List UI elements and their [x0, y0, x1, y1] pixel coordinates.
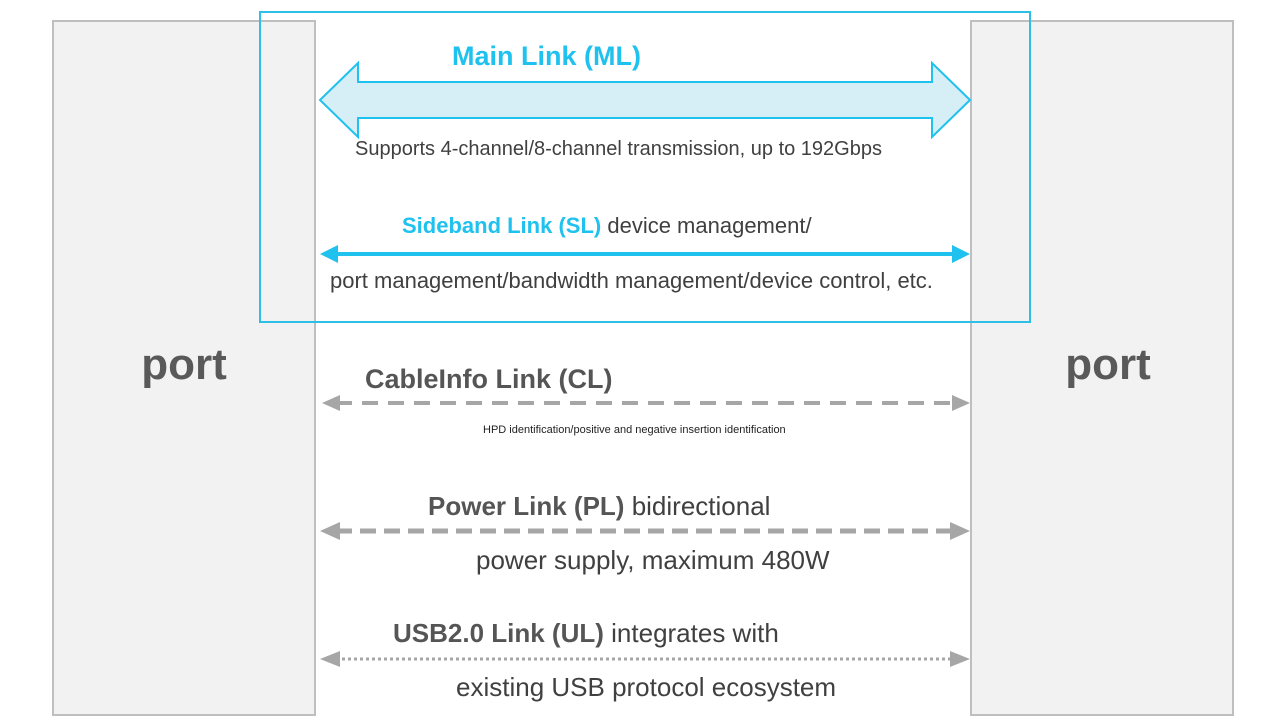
- power-link-heading: Power Link (PL) bidirectional: [428, 491, 770, 522]
- sideband-link-title: Sideband Link (SL): [402, 213, 602, 238]
- power-link-title: Power Link (PL): [428, 491, 625, 521]
- cableinfo-link-title: CableInfo Link (CL): [365, 364, 613, 394]
- usb-link-heading: USB2.0 Link (UL) integrates with: [393, 618, 779, 649]
- power-link-arrow: [320, 522, 970, 540]
- cableinfo-link-arrow: [322, 395, 970, 411]
- left-port-box: [52, 20, 316, 716]
- cableinfo-link-description: HPD identification/positive and negative…: [483, 424, 786, 436]
- right-port-label: port: [1065, 340, 1151, 389]
- usb-link-desc-line1: integrates with: [603, 618, 779, 648]
- usb-link-arrow: [320, 651, 970, 667]
- sideband-link-desc-line1: device management/: [601, 213, 812, 238]
- sideband-link-heading: Sideband Link (SL) device management/: [402, 213, 812, 239]
- main-link-arrow: [318, 60, 972, 140]
- right-port-box: [970, 20, 1234, 716]
- sideband-link-desc-line2: port management/bandwidth management/dev…: [330, 268, 933, 293]
- left-port-label: port: [141, 340, 227, 389]
- usb-link-desc-line2: existing USB protocol ecosystem: [456, 672, 837, 702]
- main-link-description: Supports 4-channel/8-channel transmissio…: [355, 138, 882, 160]
- sideband-link-arrow: [320, 245, 970, 263]
- power-link-desc-line2: power supply, maximum 480W: [476, 545, 830, 575]
- usb-link-title: USB2.0 Link (UL): [393, 618, 604, 648]
- main-link-title: Main Link (ML): [452, 41, 641, 71]
- highlight-frame: [259, 11, 1031, 323]
- power-link-desc-line1: bidirectional: [624, 491, 771, 521]
